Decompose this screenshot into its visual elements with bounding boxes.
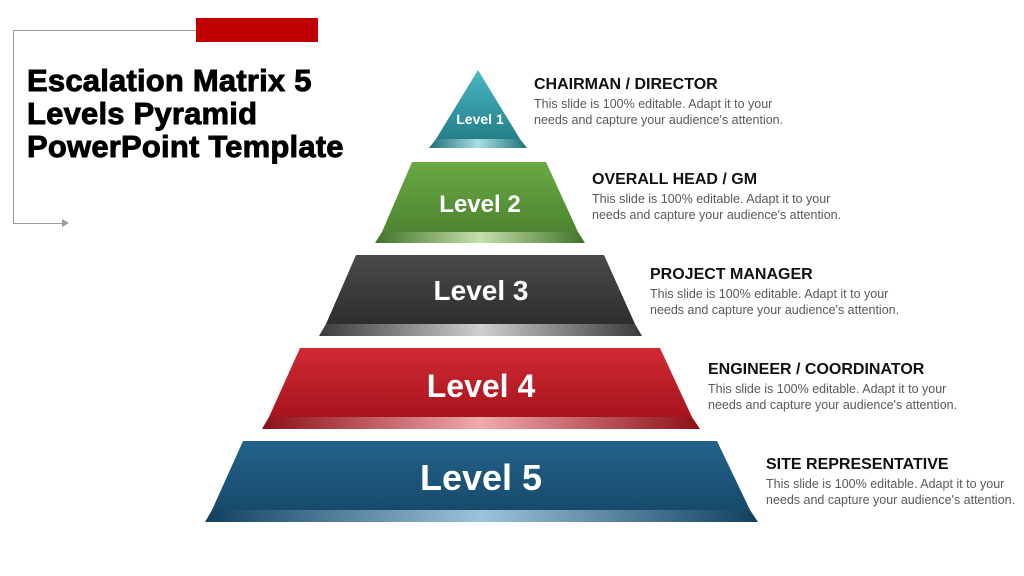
level-4-description: ENGINEER / COORDINATOR This slide is 100… bbox=[708, 361, 973, 413]
pyramid-level-3[interactable]: Level 3 bbox=[319, 255, 642, 336]
level-3-base bbox=[319, 324, 642, 336]
frame-arrow-icon bbox=[62, 219, 69, 227]
level-4-base bbox=[262, 417, 700, 429]
level-1-base bbox=[429, 139, 527, 148]
level-5-face bbox=[212, 441, 750, 510]
accent-bar bbox=[196, 18, 318, 42]
level-4-face bbox=[269, 348, 692, 417]
level-2-body: This slide is 100% editable. Adapt it to… bbox=[592, 192, 842, 222]
level-3-label: Level 3 bbox=[434, 275, 529, 306]
pyramid-level-2[interactable]: Level 2 bbox=[375, 162, 585, 243]
frame-line-bottom bbox=[13, 223, 63, 224]
level-1-body: This slide is 100% editable. Adapt it to… bbox=[534, 97, 784, 127]
level-5-label: Level 5 bbox=[420, 457, 542, 498]
pyramid-level-5[interactable]: Level 5 bbox=[205, 441, 758, 522]
level-2-label: Level 2 bbox=[439, 191, 520, 218]
level-3-heading: PROJECT MANAGER bbox=[650, 266, 813, 283]
level-1-heading: CHAIRMAN / DIRECTOR bbox=[534, 76, 718, 93]
pyramid-level-4[interactable]: Level 4 bbox=[262, 348, 700, 429]
level-4-heading: ENGINEER / COORDINATOR bbox=[708, 361, 925, 378]
level-3-face bbox=[326, 255, 635, 324]
pyramid-level-1[interactable]: Level 1 bbox=[429, 70, 527, 148]
level-5-body: This slide is 100% editable. Adapt it to… bbox=[766, 477, 1016, 507]
level-1-label: Level 1 bbox=[456, 111, 504, 127]
level-1-face bbox=[436, 70, 520, 139]
frame-line-top bbox=[13, 30, 196, 31]
slide-title: Escalation Matrix 5 Levels Pyramid Power… bbox=[27, 63, 344, 164]
level-4-body: This slide is 100% editable. Adapt it to… bbox=[708, 382, 958, 412]
level-5-heading: SITE REPRESENTATIVE bbox=[766, 456, 949, 473]
level-2-heading: OVERALL HEAD / GM bbox=[592, 171, 758, 188]
level-2-description: OVERALL HEAD / GM This slide is 100% edi… bbox=[592, 171, 857, 223]
level-1-description: CHAIRMAN / DIRECTOR This slide is 100% e… bbox=[534, 76, 799, 128]
level-3-description: PROJECT MANAGER This slide is 100% edita… bbox=[650, 266, 915, 318]
frame-line-left bbox=[13, 30, 14, 224]
level-4-label: Level 4 bbox=[427, 368, 536, 404]
level-2-face bbox=[382, 162, 578, 232]
level-5-base bbox=[205, 510, 758, 522]
level-5-description: SITE REPRESENTATIVE This slide is 100% e… bbox=[766, 456, 1024, 508]
level-2-base bbox=[375, 232, 585, 243]
level-3-body: This slide is 100% editable. Adapt it to… bbox=[650, 287, 900, 317]
